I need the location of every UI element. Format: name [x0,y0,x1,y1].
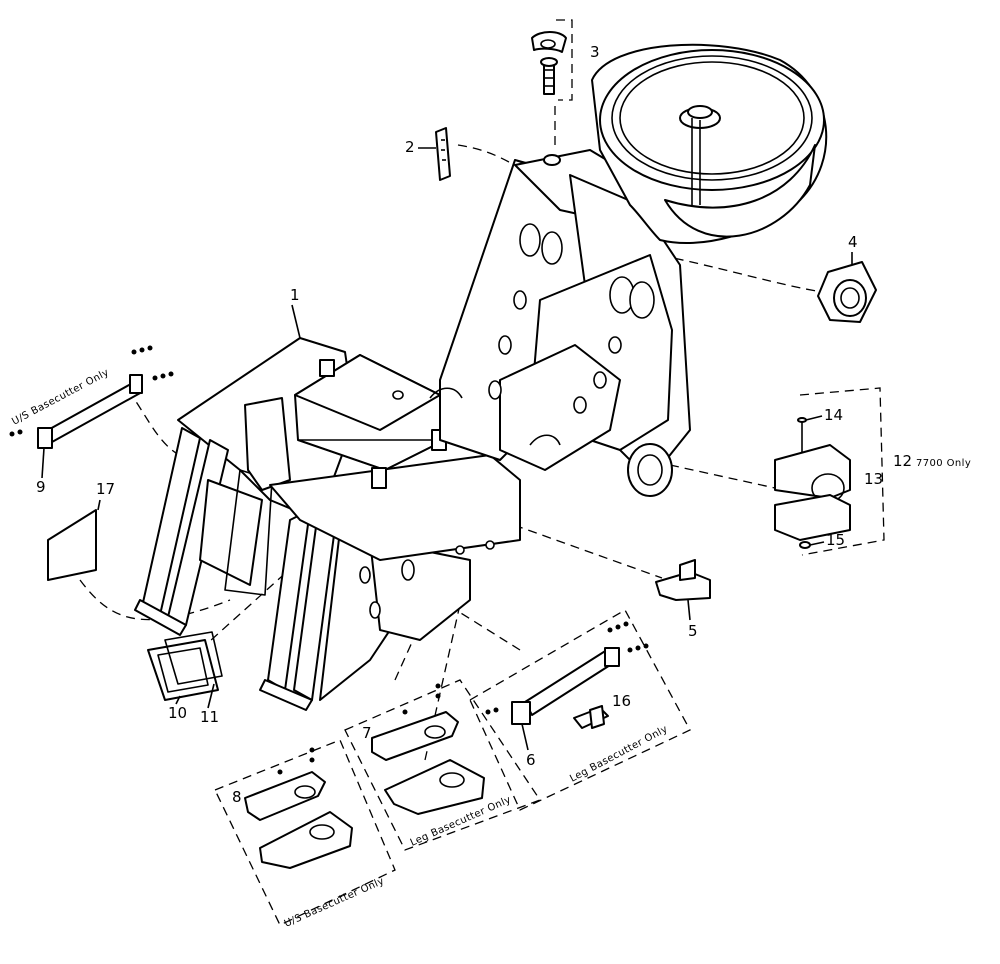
part-7-leg-bracket [371,683,485,815]
callout-15: 15 [826,531,845,549]
part-9-us-mounting-bar [9,345,174,449]
callout-1: 1 [290,286,300,304]
callout-5: 5 [688,622,698,640]
callout-17: 17 [96,480,115,498]
callout-labels: 1 2 3 4 5 6 7 8 9 10 11 12 7700 Only 13 … [36,43,971,806]
callout-4: 4 [848,233,858,251]
part-4-coupling-nut [817,261,877,323]
callout-8: 8 [232,788,242,806]
part-12-bearing-block-assembly [774,417,851,549]
callout-7: 7 [362,724,372,742]
part-16-clip [573,705,609,729]
part-11-gasket [164,631,223,685]
callout-13: 13 [864,470,883,488]
part-6-mounting-bar [485,621,649,725]
part-17-guard-plate [47,509,97,581]
group-box-part-7 [344,679,541,851]
callout-14: 14 [824,406,843,424]
part-10-plate [147,639,219,701]
group-box-part-12 [799,387,885,556]
extractor-fan-housing [591,43,828,244]
callout-11: 11 [200,708,219,726]
group-box-part-6 [469,609,691,811]
part-3-clamp-and-bolt [531,31,567,166]
part-8-us-bracket [244,747,353,869]
callout-6: 6 [526,751,536,769]
callout-2: 2 [405,138,415,156]
callout-12: 12 [893,452,912,470]
part-2-spacer-block [435,127,451,181]
note-7700-only: 7700 Only [916,458,971,469]
part-5-bracket [655,559,711,601]
group-box-part-3 [556,19,573,101]
callout-16: 16 [612,692,631,710]
group-box-part-8 [214,739,396,926]
callout-3: 3 [590,43,600,61]
callout-10: 10 [168,704,187,722]
note-us-basecutter-bottom: U/S Basecutter Only [283,876,386,930]
callout-9: 9 [36,478,46,496]
main-frame-part-1 [134,149,691,711]
note-leg-basecutter-right: Leg Basecutter Only [568,724,669,785]
